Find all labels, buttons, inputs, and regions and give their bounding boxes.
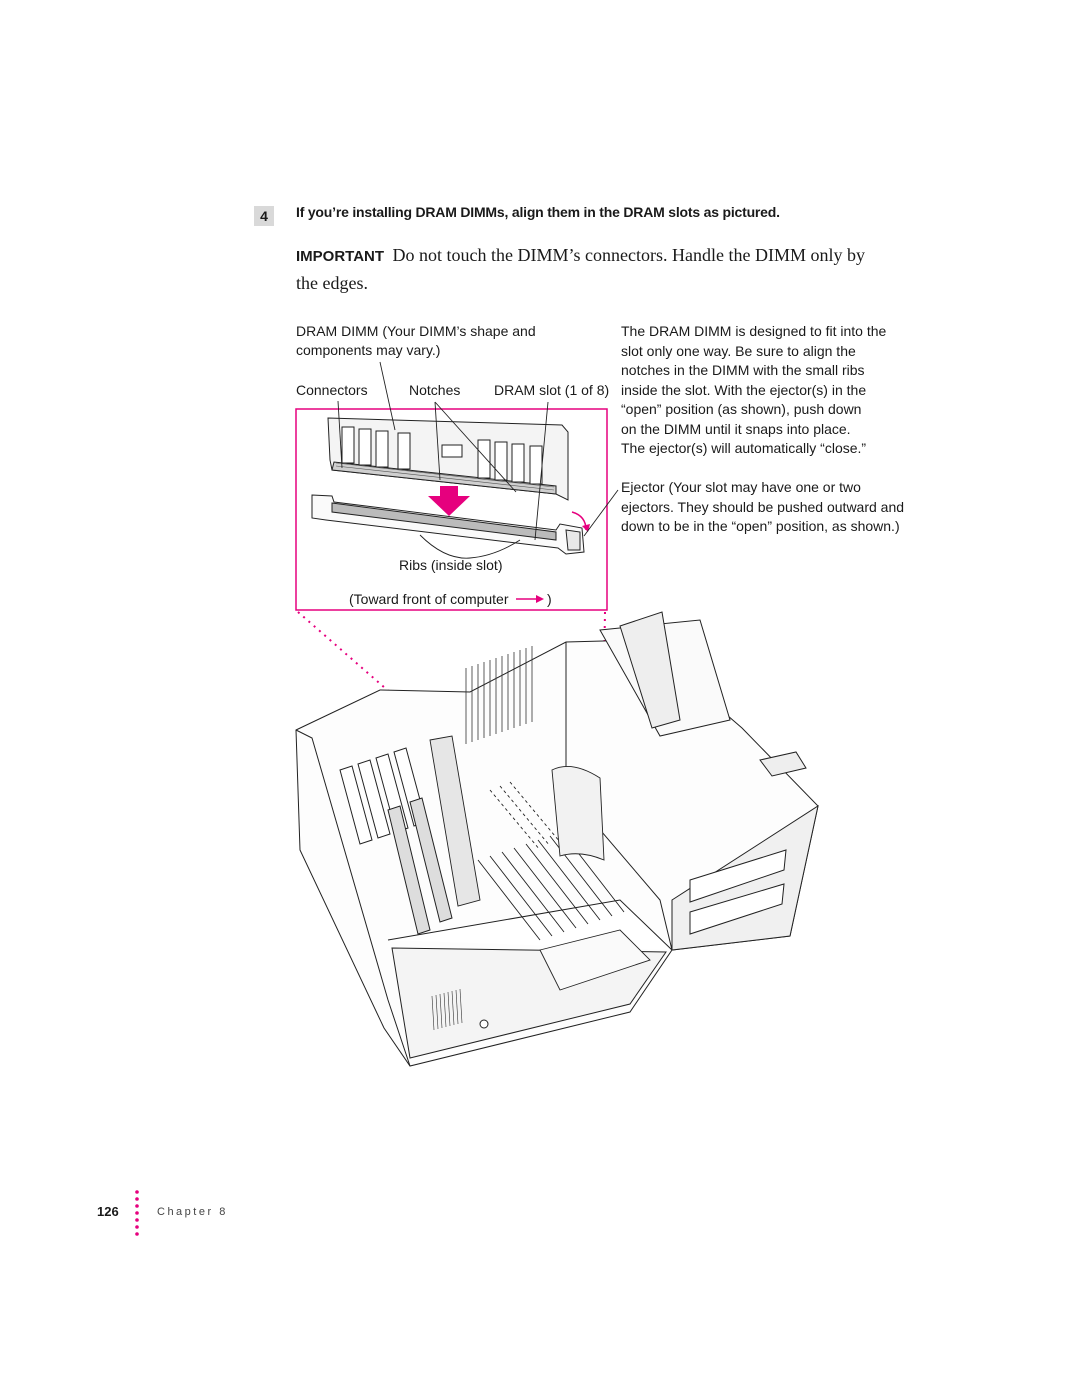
- toward-front-label: (Toward front of computer: [349, 591, 509, 607]
- expansion-slots: [339, 747, 453, 935]
- ejector-description: Ejector (Your slot may have one or two e…: [621, 478, 904, 537]
- ribs-label: Ribs (inside slot): [399, 557, 503, 573]
- callout-leader-lines: [337, 361, 619, 559]
- dram-slot-label: DRAM slot (1 of 8): [494, 382, 610, 398]
- description-line: inside the slot. With the ejector(s) in …: [621, 381, 867, 398]
- step-number-badge: 4: [254, 206, 274, 226]
- insert-direction-arrow: [428, 486, 470, 516]
- dimm-label-line1: DRAM DIMM (Your DIMM’s shape and: [296, 323, 536, 339]
- description-line: “open” position (as shown), push down: [621, 401, 862, 417]
- connectors-label: Connectors: [296, 382, 368, 398]
- description-line: The ejector(s) will automatically “close…: [621, 440, 867, 456]
- description-line: notches in the DIMM with the small ribs: [621, 362, 865, 378]
- ejector-line: down to be in the “open” position, as sh…: [621, 518, 900, 534]
- ejector-line: ejectors. They should be pushed outward …: [621, 498, 905, 515]
- description-line: slot only one way. Be sure to align the: [621, 342, 856, 359]
- step-number: 4: [260, 208, 268, 224]
- step-instruction: If you’re installing DRAM DIMMs, align t…: [296, 204, 780, 220]
- dram-slot: [311, 494, 585, 555]
- important-label: IMPORTANT: [296, 248, 385, 265]
- important-note: IMPORTANT Do not touch the DIMM’s connec…: [296, 242, 916, 296]
- front-panel-vent: [431, 988, 463, 1031]
- chassis-screw: [479, 1019, 489, 1029]
- page-number: 126: [97, 1204, 119, 1219]
- toward-front-close: ): [547, 591, 552, 607]
- chapter-label: Chapter 8: [157, 1206, 228, 1218]
- important-text-line1: Do not touch the DIMM’s connectors. Hand…: [392, 245, 865, 265]
- description-line: The DRAM DIMM is designed to fit into th…: [621, 323, 887, 339]
- description-line: on the DIMM until it snaps into place.: [621, 420, 851, 437]
- dimm-description: The DRAM DIMM is designed to fit into th…: [621, 322, 886, 459]
- toward-front-arrow: [536, 595, 544, 603]
- cable-and-power-supply: [429, 735, 651, 991]
- footer-dotted-rule: [135, 1190, 139, 1236]
- notches-label: Notches: [409, 382, 461, 398]
- important-text-line2: the edges.: [296, 273, 368, 293]
- dimm-connector-pins: [335, 462, 555, 491]
- chassis-vent-grille: [465, 646, 533, 744]
- dimm-label-line2: components may vary.): [296, 342, 441, 358]
- detail-inset-frame: [295, 408, 608, 611]
- ejector-line: Ejector (Your slot may have one or two: [621, 479, 861, 495]
